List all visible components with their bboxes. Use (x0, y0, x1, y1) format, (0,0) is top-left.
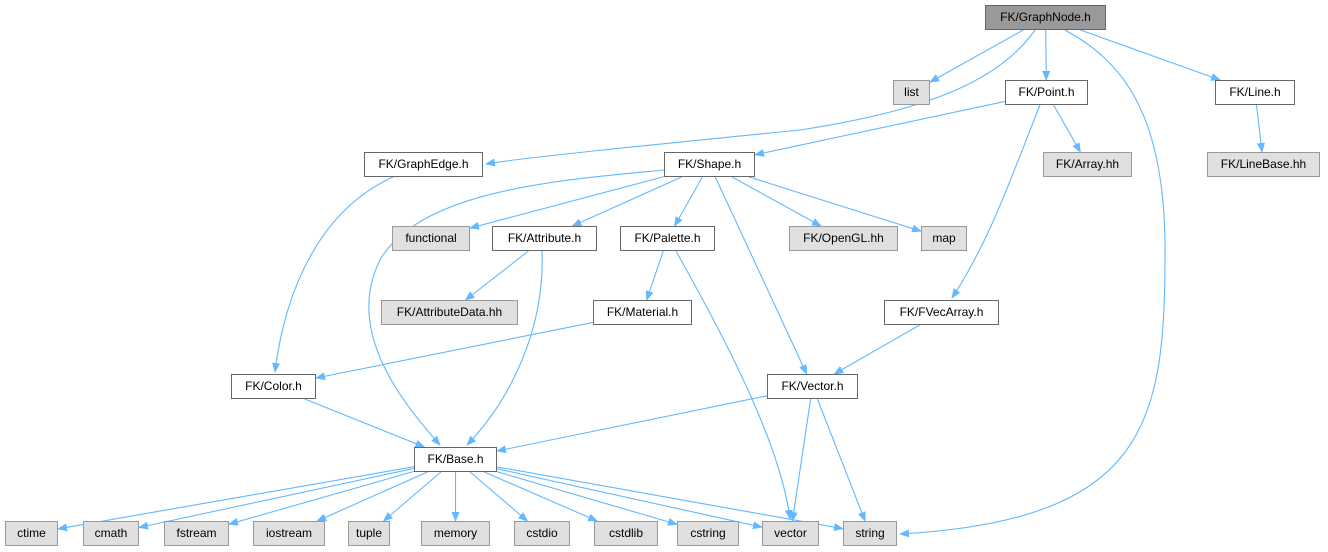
edge-point-to-array (1053, 104, 1081, 153)
edge-graphnode-to-point (1042, 29, 1051, 81)
edge-base-to-cstdio (469, 471, 529, 522)
node-memory[interactable]: memory (421, 521, 490, 546)
edge-shape-to-functional (469, 176, 665, 230)
edge-graphnode-to-line (1080, 29, 1222, 81)
node-functional[interactable]: functional (392, 226, 470, 251)
node-cmath[interactable]: cmath (83, 521, 139, 546)
node-cstring[interactable]: cstring (677, 521, 739, 546)
edge-shape-to-attribute (571, 176, 682, 227)
node-linebase[interactable]: FK/LineBase.hh (1207, 152, 1320, 177)
node-list[interactable]: list (893, 80, 930, 105)
node-graphnode[interactable]: FK/GraphNode.h (985, 5, 1106, 30)
edge-shape-to-map (748, 176, 922, 233)
edge-shape-to-palette (674, 176, 703, 227)
node-line[interactable]: FK/Line.h (1215, 80, 1295, 105)
edge-line-to-linebase (1255, 104, 1265, 153)
edge-graphnode-to-string (899, 29, 1166, 538)
edge-attribute-to-base (466, 250, 543, 446)
edge-base-to-iostream (316, 471, 428, 522)
node-vector[interactable]: vector (762, 521, 819, 546)
edge-material-to-color (315, 321, 594, 381)
edge-base-to-cmath (138, 467, 415, 530)
node-cstdio[interactable]: cstdio (514, 521, 570, 546)
edge-palette-to-vector (675, 250, 793, 520)
edge-base-to-ctime (57, 466, 415, 532)
node-base[interactable]: FK/Base.h (414, 447, 497, 472)
node-array[interactable]: FK/Array.hh (1043, 152, 1132, 177)
node-vector-h[interactable]: FK/Vector.h (767, 374, 858, 399)
node-opengl[interactable]: FK/OpenGL.hh (789, 226, 898, 251)
edge-graphnode-to-list (929, 29, 1024, 83)
edge-vector-h-to-vector (789, 398, 812, 522)
node-attribute[interactable]: FK/Attribute.h (492, 226, 597, 251)
node-fvecarray[interactable]: FK/FVecArray.h (884, 300, 999, 325)
edge-base-to-cstring (496, 471, 678, 526)
edge-point-to-shape (754, 100, 1006, 157)
node-color[interactable]: FK/Color.h (231, 374, 316, 399)
edge-attribute-to-attributedata (464, 250, 529, 301)
edge-shape-to-opengl (731, 176, 822, 227)
edge-palette-to-material (645, 250, 664, 301)
node-map[interactable]: map (921, 226, 967, 251)
node-point[interactable]: FK/Point.h (1005, 80, 1088, 105)
node-cstdlib[interactable]: cstdlib (594, 521, 658, 546)
edge-fvecarray-to-vector-h (833, 324, 920, 375)
node-shape[interactable]: FK/Shape.h (664, 152, 755, 177)
edge-base-to-tuple (382, 471, 442, 522)
node-string[interactable]: string (843, 521, 897, 546)
node-ctime[interactable]: ctime (5, 521, 58, 546)
edge-base-to-fstream (228, 470, 415, 526)
edge-vector-h-to-base (496, 395, 768, 454)
node-fstream[interactable]: fstream (164, 521, 229, 546)
node-material[interactable]: FK/Material.h (593, 300, 692, 325)
node-tuple[interactable]: tuple (348, 521, 390, 546)
edge-base-to-vector (496, 468, 763, 530)
node-iostream[interactable]: iostream (253, 521, 325, 546)
edge-base-to-string (496, 466, 844, 532)
edge-vector-h-to-string (816, 398, 866, 522)
node-graphedge[interactable]: FK/GraphEdge.h (364, 152, 483, 177)
edge-point-to-fvecarray (951, 104, 1041, 299)
edge-graphnode-to-graphedge (485, 29, 1036, 167)
edge-shape-to-base (368, 169, 665, 446)
edge-shape-to-vector-h (714, 176, 808, 375)
node-palette[interactable]: FK/Palette.h (620, 226, 715, 251)
node-attributedata[interactable]: FK/AttributeData.hh (381, 300, 518, 325)
edge-color-to-base (304, 398, 426, 448)
edge-graphedge-to-color (272, 176, 394, 373)
edge-base-to-cstdlib (484, 471, 599, 522)
